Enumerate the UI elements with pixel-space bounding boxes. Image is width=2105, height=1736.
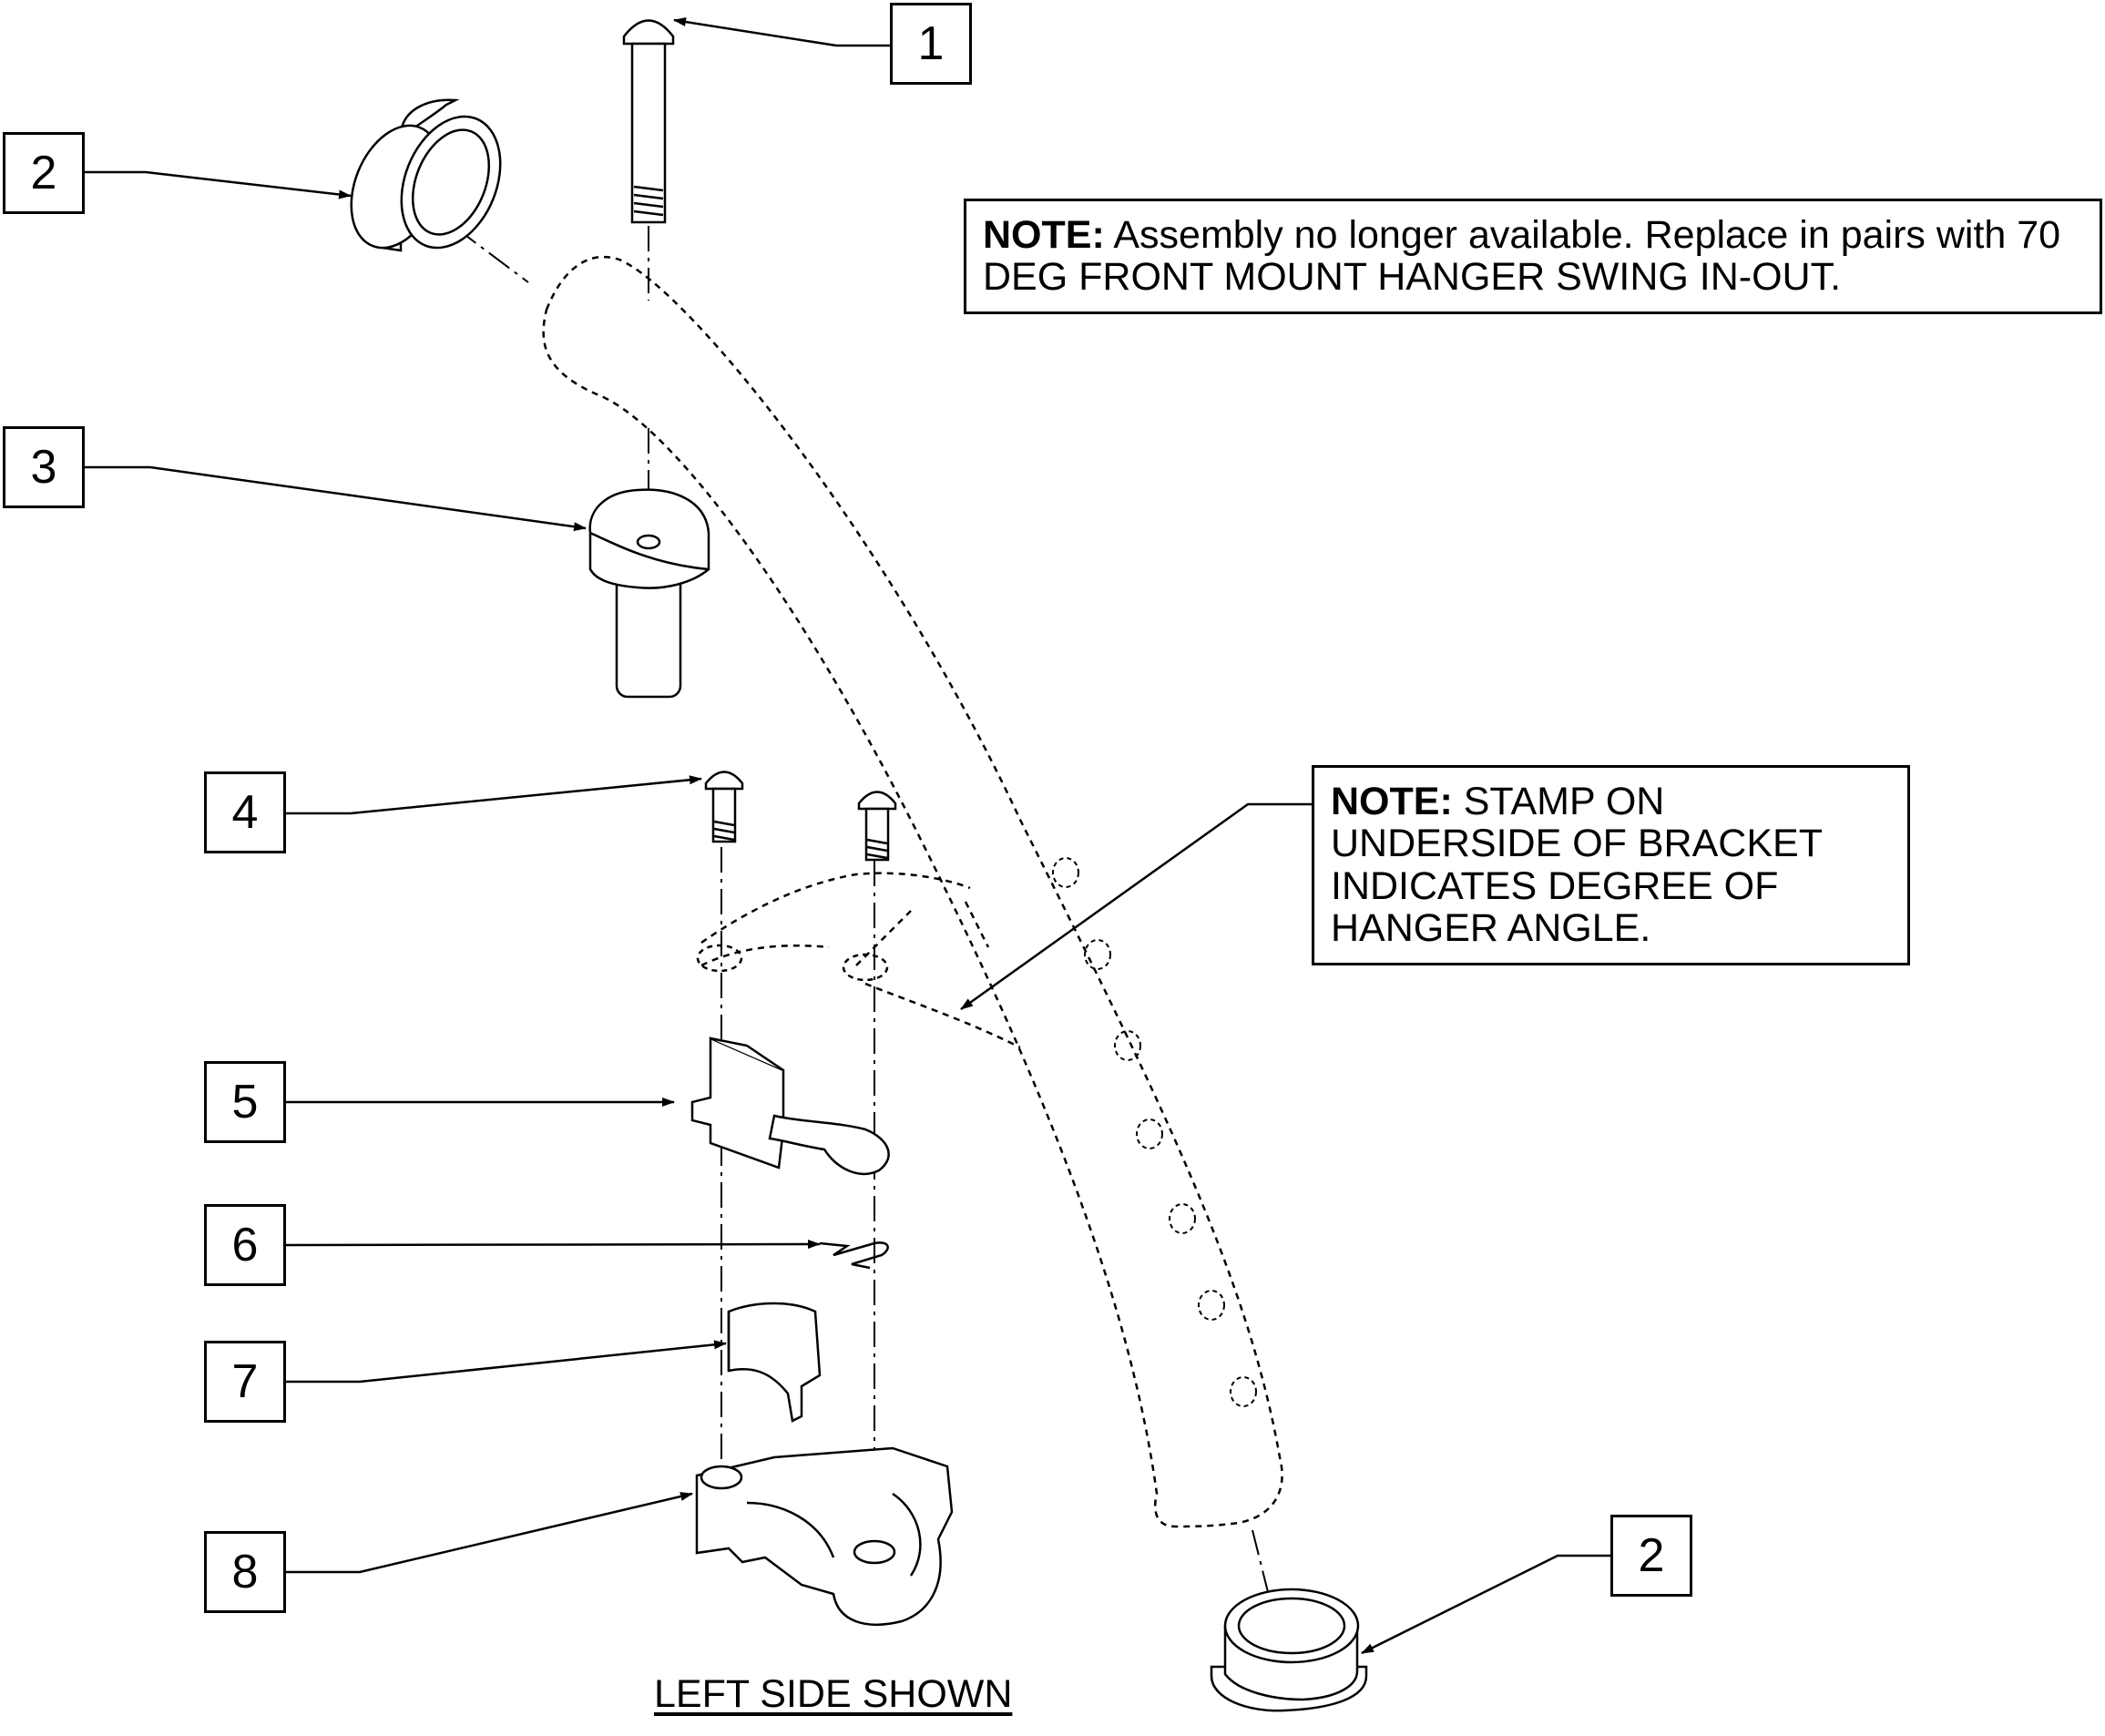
leader-4 [286,775,702,815]
leader-6 [285,1240,821,1250]
part-6-spring [819,1241,889,1270]
note-assembly-unavailable: NOTE: Assembly no longer available. Repl… [964,199,2102,314]
callout-8: 8 [204,1531,286,1613]
leader-stamp-note [960,802,1312,1011]
bracket-outline [700,872,1021,1049]
part-1-bolt [622,19,675,224]
note-prefix: NOTE: [983,213,1105,257]
leader-7 [286,1340,727,1384]
note-text: Assembly no longer available. Replace in… [983,213,2061,300]
part-7-spacer [727,1302,822,1423]
bracket-hole-right [842,953,889,982]
leader-1 [673,17,890,47]
callout-4: 4 [204,771,286,853]
callout-1: 1 [890,3,972,85]
note-stamp-underside: NOTE: STAMP ON UNDERSIDE OF BRACKET INDI… [1312,765,1910,965]
leader-3 [85,465,587,532]
part-2-bushing-bottom [1210,1588,1368,1712]
callout-2-bottom: 2 [1610,1515,1692,1597]
part-2-bushing-top [350,98,502,252]
bracket-hole-left [696,944,743,973]
note-prefix: NOTE: [1331,780,1453,823]
view-caption: LEFT SIDE SHOWN [654,1672,1013,1716]
callout-2-top: 2 [3,132,85,214]
leader-8 [286,1492,693,1574]
hanger-tube-outline [542,255,1283,1528]
part-5-latch-lever [690,1036,890,1176]
part-8-clamp-base [695,1446,954,1626]
callout-6: 6 [204,1204,286,1286]
leader-2-top [85,170,352,199]
part-4-screws [704,771,897,862]
part-3-receiver-post [588,488,710,699]
callout-3: 3 [3,426,85,508]
note-text: STAMP ON UNDERSIDE OF BRACKET INDICATES … [1331,780,1823,951]
callout-7: 7 [204,1341,286,1423]
callout-5: 5 [204,1061,286,1143]
leader-2-bottom [1361,1554,1610,1655]
